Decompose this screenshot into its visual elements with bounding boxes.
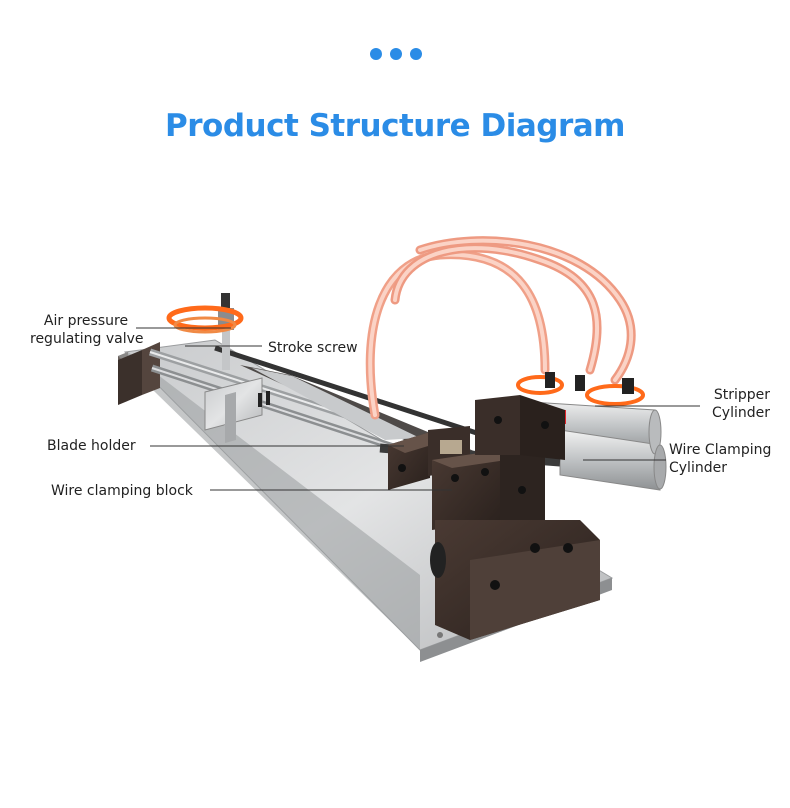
label-stroke-screw: Stroke screw [268,340,358,356]
label-wire-clamping-block: Wire clamping block [51,483,193,499]
label-air-pressure-valve-line-1: Air pressure [43,313,129,329]
page-title: Product Structure Diagram [165,108,625,144]
label-blade-holder: Blade holder [47,438,136,454]
right-frame [430,395,600,640]
label-stripper-cylinder-line-2: Cylinder [712,405,770,421]
dot-2 [390,48,402,60]
dot-1 [370,48,382,60]
label-air-pressure-valve: Air pressure regulating valve [30,312,144,348]
label-wire-clamping-cylinder: Wire Clamping Cylinder [669,441,771,477]
label-stripper-cylinder: Stripper Cylinder [680,386,770,422]
label-stripper-cylinder-line-1: Stripper [713,387,770,403]
decorative-dots [370,46,422,62]
label-wire-clamping-cylinder-line-1: Wire Clamping [669,442,772,458]
leader-lines [136,327,700,491]
label-air-pressure-valve-line-2: regulating valve [30,331,144,347]
dot-3 [410,48,422,60]
air-hoses [365,236,636,420]
air-pressure-valve [166,293,244,370]
label-wire-clamping-cylinder-line-2: Cylinder [669,460,727,476]
